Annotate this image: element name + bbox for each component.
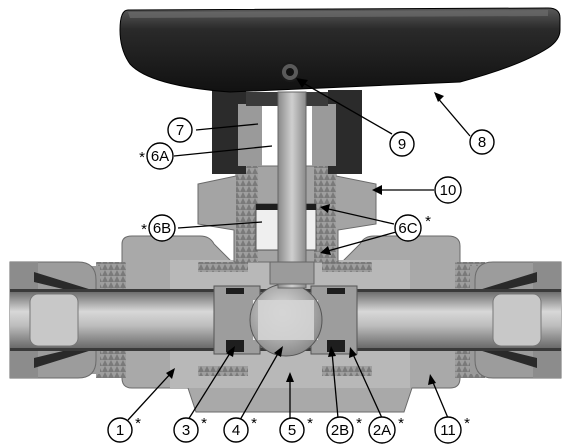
callout-6B-label: 6B — [153, 220, 171, 237]
callout-5-star: * — [307, 415, 313, 432]
callout-labels: 7 * 6A * 6B 6C * 9 8 — [107, 117, 495, 444]
callout-6C-star: * — [425, 213, 431, 230]
stem — [269, 91, 315, 289]
callout-2A: 2A * — [368, 415, 404, 444]
callout-2B-star: * — [356, 415, 362, 432]
callout-6A-label: 6A — [151, 148, 169, 165]
callout-6B-star: * — [141, 221, 147, 238]
callout-1: 1 * — [107, 415, 141, 443]
callout-3-star: * — [201, 415, 207, 432]
callout-7-label: 7 — [176, 122, 184, 139]
callout-9: 9 — [389, 131, 415, 157]
handle — [119, 7, 561, 93]
callout-7: 7 — [167, 117, 193, 143]
callout-1-label: 1 — [116, 422, 124, 439]
callout-6A: * 6A — [139, 142, 174, 170]
callout-4: 4 * — [223, 415, 257, 443]
callout-6B: * 6B — [141, 214, 176, 242]
callout-4-star: * — [251, 415, 257, 432]
callout-6C-label: 6C — [398, 220, 417, 237]
callout-8: 8 — [469, 129, 495, 155]
ball — [249, 283, 323, 357]
callout-8-label: 8 — [478, 134, 486, 151]
callout-2A-label: 2A — [373, 422, 391, 439]
callout-10-label: 10 — [440, 182, 457, 199]
callout-9-label: 9 — [398, 136, 406, 153]
callout-11-label: 11 — [440, 422, 456, 439]
seat-rings — [213, 285, 358, 355]
handle-hub — [212, 90, 362, 174]
callout-5-label: 5 — [288, 422, 296, 439]
callout-10: 10 — [434, 176, 462, 204]
callout-2B: 2B * — [326, 415, 362, 444]
callout-1-star: * — [135, 415, 141, 432]
callout-2A-star: * — [398, 415, 404, 432]
callout-2B-label: 2B — [331, 422, 349, 439]
callout-3: 3 * — [173, 415, 207, 443]
leader-lines — [127, 78, 471, 421]
callout-6C: 6C * — [394, 213, 431, 242]
callout-5: 5 * — [279, 415, 313, 443]
callout-11: 11 * — [434, 415, 470, 444]
callout-6A-star: * — [139, 149, 145, 166]
callout-4-label: 4 — [232, 422, 240, 439]
callout-11-star: * — [464, 415, 470, 432]
callout-3-label: 3 — [182, 422, 190, 439]
